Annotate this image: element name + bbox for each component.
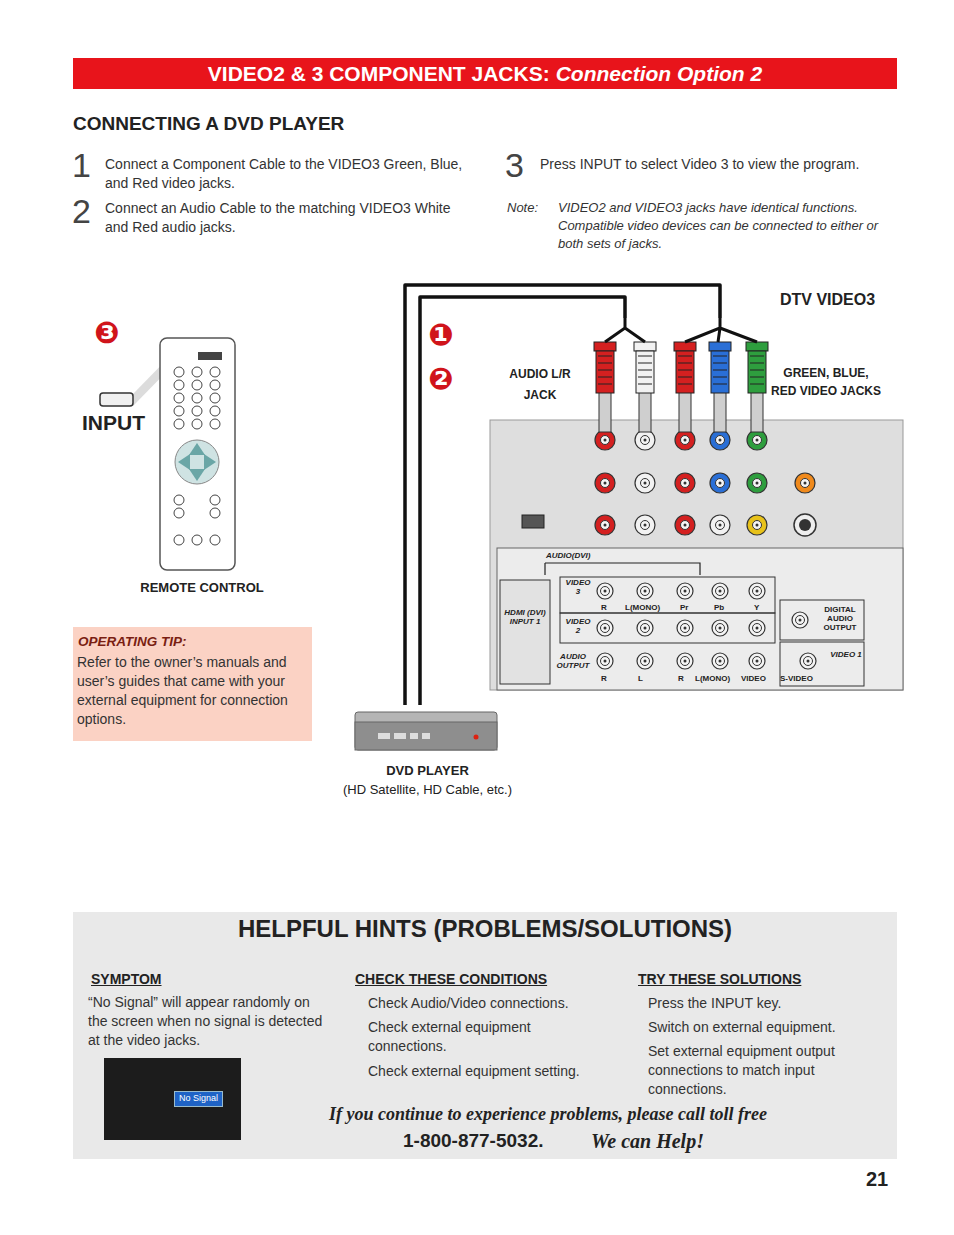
node-text: TRY THESE SOLUTIONS [638, 971, 878, 987]
node-text: CHECK THESE CONDITIONS [355, 971, 615, 987]
dvd-player: DVD PLAYER (HD Satellite, HD Cable, etc.) [320, 705, 535, 801]
dvd-button [378, 733, 390, 739]
node-heading: DVD PLAYER [320, 763, 535, 778]
dvd-led [474, 735, 479, 740]
screen: No Signal [104, 1058, 241, 1140]
pad-arrow [178, 454, 190, 470]
label: Note: [507, 199, 557, 217]
hdmi-box [500, 580, 550, 684]
label: L(MONO) [695, 674, 740, 683]
dvd-button [394, 733, 406, 739]
node-text: Set external equipment output connection… [648, 1042, 878, 1099]
video3-box [560, 577, 775, 613]
label: Connect an Audio Cable to the matching V… [105, 199, 470, 237]
input-button [100, 393, 133, 406]
pad-arrow [189, 469, 205, 481]
label: Pb [714, 603, 728, 612]
label: VIDEO 3 [563, 578, 593, 596]
node-heading: HELPFUL HINTS (PROBLEMS/SOLUTIONS) [73, 915, 897, 943]
label: 21 [866, 1168, 906, 1191]
label: R [601, 603, 613, 612]
label-strip [497, 548, 903, 690]
label: R [601, 674, 613, 683]
jacks [595, 430, 816, 669]
dvd-button [422, 733, 430, 739]
power-button [198, 352, 222, 360]
label: 3 [505, 148, 535, 182]
pad-arrow [204, 454, 216, 470]
hints-panel: HELPFUL HINTS (PROBLEMS/SOLUTIONS) SYMPTO… [73, 912, 897, 1159]
label: AUDIO(DVI) [546, 551, 606, 560]
hdmi-port [522, 515, 544, 528]
remote-pad [175, 440, 219, 484]
label: R [678, 674, 690, 683]
label: AUDIO OUTPUT [553, 652, 593, 670]
node-text: Press the INPUT key. [648, 994, 883, 1013]
video1-box [780, 642, 864, 686]
node-heading: OPERATING TIP: [78, 634, 308, 649]
tip-box: OPERATING TIP: Refer to the owner’s manua… [73, 627, 312, 741]
plugs [594, 342, 768, 432]
node-text: Refer to the owner’s manuals and user’s … [77, 653, 309, 729]
label: Pr [680, 603, 694, 612]
label: Connect a Component Cable to the VIDEO3 … [105, 155, 470, 193]
cable [405, 285, 720, 705]
label: AUDIO L/R JACK [498, 364, 582, 406]
pad-arrow [189, 443, 205, 455]
label: 2 [72, 194, 102, 228]
cable-fork [605, 318, 757, 342]
node-heading: No Signal [174, 1091, 223, 1107]
video2-box [560, 613, 775, 643]
node-text: SYMPTOM [91, 971, 291, 987]
node-text: If you continue to experience problems, … [329, 1104, 829, 1125]
label: Press INPUT to select Video 3 to view th… [540, 155, 900, 174]
label: L [638, 674, 650, 683]
remote-buttons [174, 367, 220, 545]
dvd-device [355, 712, 497, 750]
label: DIGITAL AUDIO OUTPUT [817, 605, 863, 632]
label: VIDEO2 and VIDEO3 jacks have identical f… [558, 199, 898, 253]
dvd-button [410, 733, 418, 739]
label: S-VIDEO [780, 674, 822, 683]
label: REMOTE CONTROL [112, 580, 292, 595]
label: GREEN, BLUE, RED VIDEO JACKS [770, 364, 882, 400]
label: L(MONO) [625, 603, 670, 612]
label: 1 [72, 148, 102, 182]
label: HDMI (DVI) INPUT 1 [502, 608, 548, 626]
cable [420, 297, 625, 705]
label: INPUT [82, 411, 162, 435]
node-heading: VIDEO2 & 3 COMPONENT JACKS: [208, 62, 550, 86]
label: VIDEO 2 [563, 617, 593, 635]
label: VIDEO [741, 674, 773, 683]
tv-back-panel [490, 420, 903, 690]
digital-box [780, 600, 864, 640]
node-text: Connection Option 2 [556, 62, 762, 86]
node-text: Check external equipment connections. [368, 1018, 558, 1056]
node-text: We can Help! [591, 1130, 751, 1153]
label: ❷ [428, 364, 468, 394]
node-text: Check external equipment setting. [368, 1062, 623, 1081]
node-text: Switch on external equipment. [648, 1018, 883, 1037]
title-band: VIDEO2 & 3 COMPONENT JACKS:Connection Op… [73, 58, 897, 89]
node-text: “No Signal” will appear randomly on the … [88, 993, 330, 1050]
label: ❸ [94, 318, 134, 348]
node-text: 1-800-877-5032. [403, 1130, 583, 1152]
label: VIDEO 1 [830, 650, 862, 659]
audio-dvi-bracket [545, 563, 700, 575]
node-text: Check Audio/Video connections. [368, 994, 623, 1013]
node-heading: DTV VIDEO3 [780, 291, 900, 309]
label: CONNECTING A DVD PLAYER [73, 113, 473, 135]
node-text: (HD Satellite, HD Cable, etc.) [320, 782, 535, 797]
label: Y [754, 603, 764, 612]
remote-body [160, 338, 235, 570]
label: ❶ [428, 320, 468, 350]
dvd-front [355, 722, 497, 750]
